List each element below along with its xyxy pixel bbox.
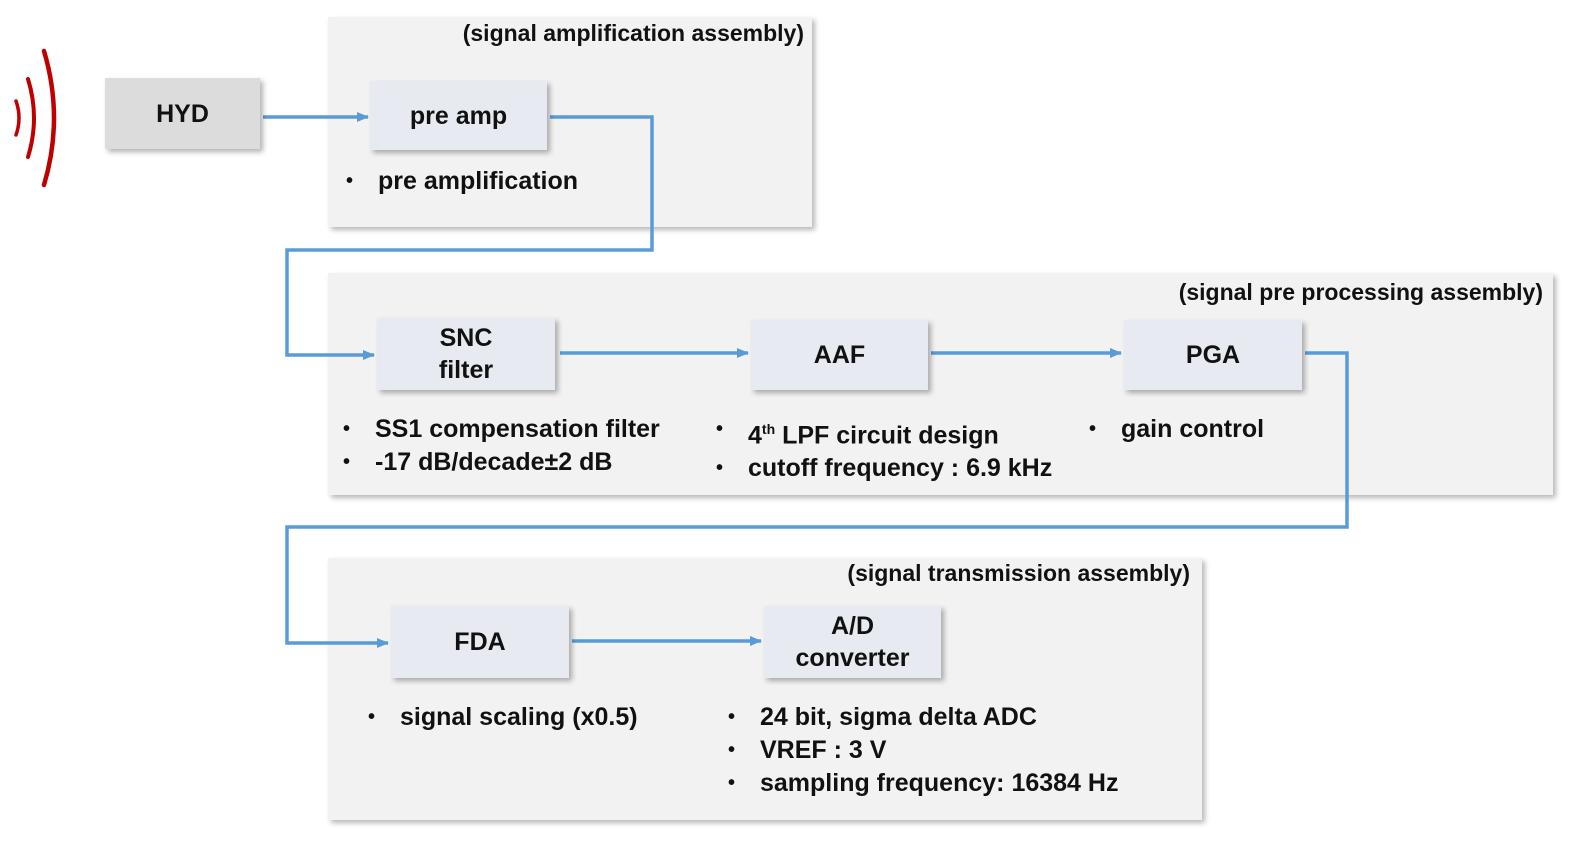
transmission-assembly-title: (signal transmission assembly) xyxy=(847,560,1190,586)
hyd-label: HYD xyxy=(156,99,209,128)
note-item: cutoff frequency : 6.9 kHz xyxy=(716,452,1052,485)
ad-converter-label-line2: converter xyxy=(795,644,910,672)
arrow-preamp-to-snc xyxy=(285,115,654,360)
note-item: sampling frequency: 16384 Hz xyxy=(728,767,1118,800)
note-item: pre amplification xyxy=(346,165,578,198)
aaf-order-number: 4 xyxy=(748,421,762,450)
ad-converter-block: A/D converter xyxy=(764,606,941,678)
acoustic-wave-icon xyxy=(14,48,57,188)
pre-amp-notes: pre amplification xyxy=(346,165,578,198)
snc-filter-block: SNC filter xyxy=(377,318,555,390)
pre-amp-block: pre amp xyxy=(370,81,547,150)
amplification-assembly-title: (signal amplification assembly) xyxy=(462,20,804,46)
preprocessing-assembly-title: (signal pre processing assembly) xyxy=(1178,279,1543,305)
pre-amp-label: pre amp xyxy=(409,101,508,130)
fda-block: FDA xyxy=(391,606,569,678)
snc-filter-label-line1: SNC xyxy=(439,324,493,352)
note-item: VREF : 3 V xyxy=(728,734,1118,767)
pga-notes: gain control xyxy=(1089,413,1264,446)
pga-label: PGA xyxy=(1185,341,1241,369)
aaf-block: AAF xyxy=(751,320,928,390)
note-item: signal scaling (x0.5) xyxy=(368,701,638,734)
note-item: 4th LPF circuit design xyxy=(716,413,1052,452)
fda-label: FDA xyxy=(454,628,506,656)
ad-converter-label-line1: A/D xyxy=(830,612,875,640)
aaf-order-text: LPF circuit design xyxy=(775,421,999,450)
snc-filter-notes: SS1 compensation filter -17 dB/decade±2 … xyxy=(343,413,660,479)
pga-block: PGA xyxy=(1124,320,1302,390)
note-item: -17 dB/decade±2 dB xyxy=(343,446,660,479)
note-item: SS1 compensation filter xyxy=(343,413,660,446)
ad-converter-notes: 24 bit, sigma delta ADC VREF : 3 V sampl… xyxy=(728,701,1118,800)
aaf-notes: 4th LPF circuit design cutoff frequency … xyxy=(716,413,1052,485)
fda-notes: signal scaling (x0.5) xyxy=(368,701,638,734)
note-item: gain control xyxy=(1089,413,1264,446)
arrow-pga-to-fda xyxy=(285,351,1349,648)
note-item: 24 bit, sigma delta ADC xyxy=(728,701,1118,734)
aaf-order-suffix: th xyxy=(761,421,776,437)
snc-filter-label-line2: filter xyxy=(438,356,494,384)
aaf-label: AAF xyxy=(813,341,866,369)
hyd-block: HYD xyxy=(105,78,260,149)
